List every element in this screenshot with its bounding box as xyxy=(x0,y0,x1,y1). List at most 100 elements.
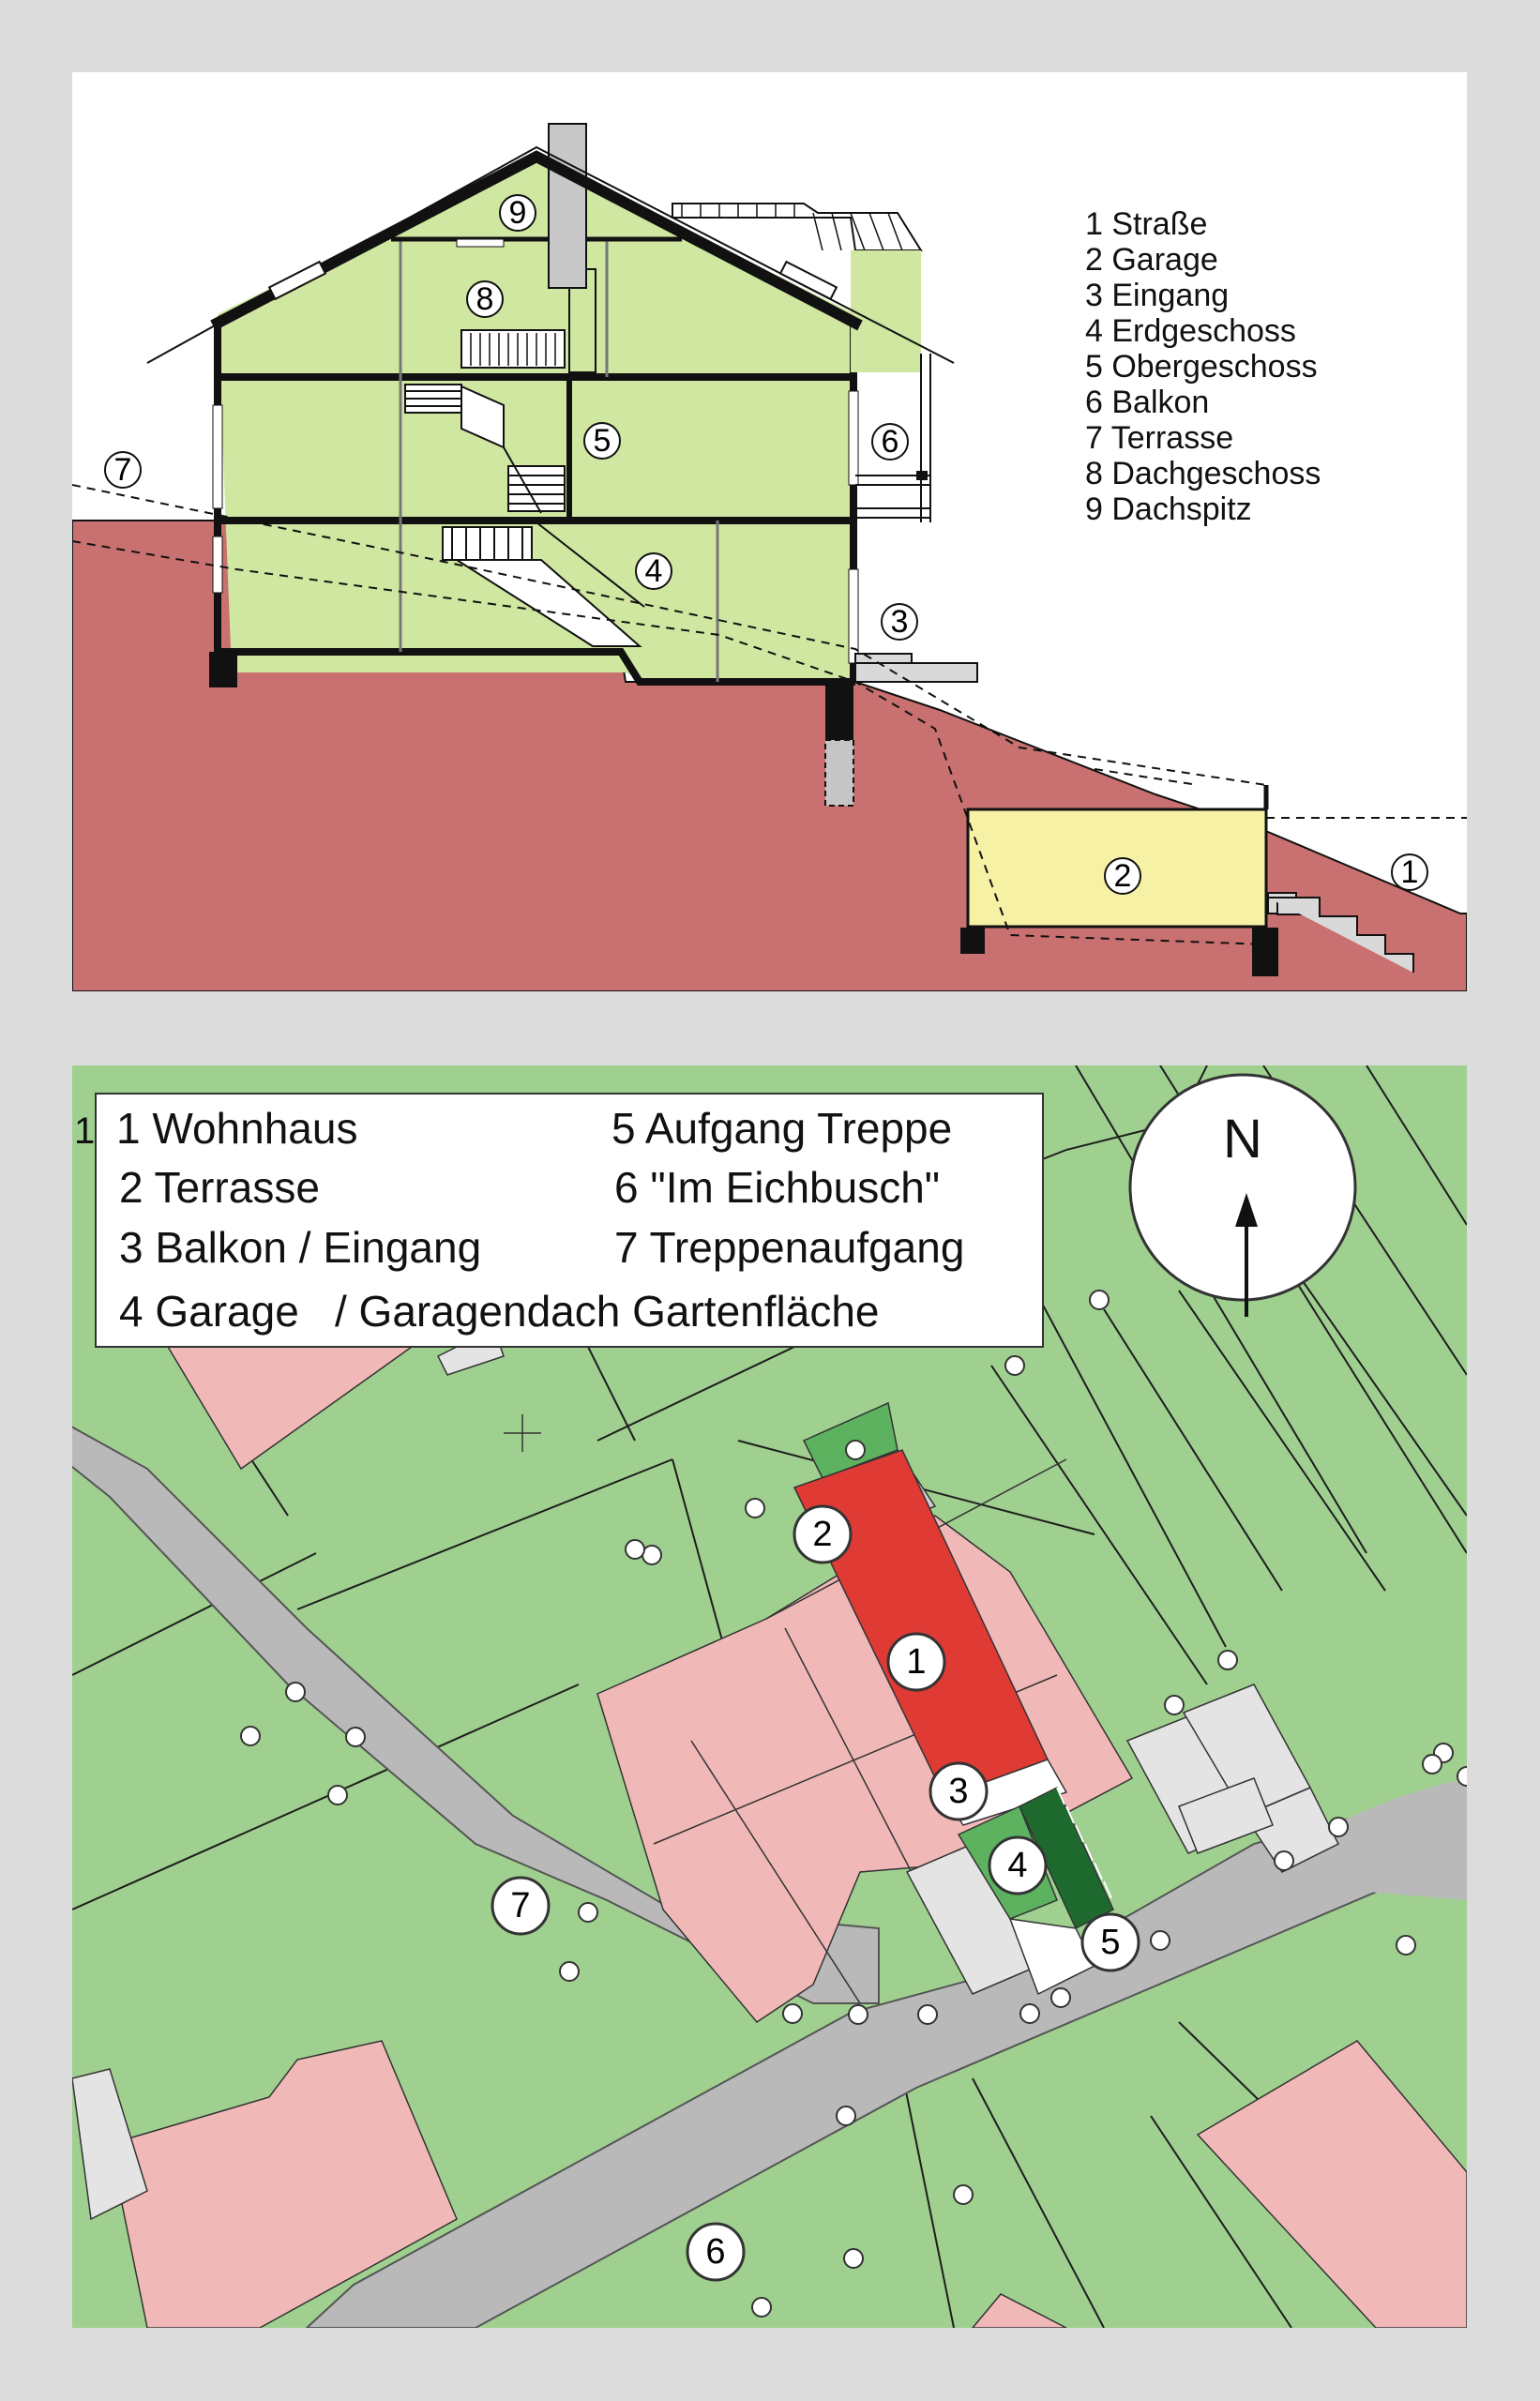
attic-hatch xyxy=(456,238,505,248)
svg-text:6: 6 xyxy=(705,2232,725,2272)
marker-3: 3 xyxy=(929,1761,989,1821)
stair-upper xyxy=(404,384,566,514)
svg-text:1: 1 xyxy=(906,1642,926,1682)
svg-text:7: 7 xyxy=(114,452,132,488)
edge-fragment: 1 xyxy=(74,1110,95,1152)
marker-7: 7 xyxy=(104,451,142,489)
legend-item: 9 Dachspitz xyxy=(1085,491,1252,527)
site-legend-box xyxy=(95,1093,1044,1348)
marker-5: 5 xyxy=(583,422,621,460)
marker-4: 4 xyxy=(988,1835,1048,1895)
stair-lower xyxy=(442,521,645,647)
svg-text:5: 5 xyxy=(594,423,611,459)
marker-1: 1 xyxy=(1391,853,1428,891)
shed xyxy=(1178,1777,1274,1854)
legend-item: 1 Straße xyxy=(1085,206,1207,242)
marker-5: 5 xyxy=(1080,1912,1140,1972)
legend-item: 7 Terrasse xyxy=(1085,420,1233,456)
legend-item: 6 "Im Eichbusch" xyxy=(614,1163,940,1212)
garage-footing-left xyxy=(960,928,985,954)
stairway xyxy=(1019,1786,1114,1930)
neighbor-house xyxy=(972,2293,1067,2328)
foundation-right xyxy=(825,680,853,740)
legend-item: 3 Balkon / Eingang xyxy=(119,1223,481,1272)
svg-text:5: 5 xyxy=(1100,1923,1120,1962)
legend-item: 4 Garage xyxy=(119,1287,299,1336)
legend-item: 4 Erdgeschoss xyxy=(1085,313,1296,349)
compass: N xyxy=(1128,1073,1357,1317)
marker-3: 3 xyxy=(881,603,918,641)
svg-text:9: 9 xyxy=(509,195,527,231)
attic-railing-bars xyxy=(470,333,556,366)
legend-item: / Garagendach Gartenfläche xyxy=(335,1287,879,1336)
neighbor-house xyxy=(1196,2040,1467,2328)
svg-text:8: 8 xyxy=(476,281,494,317)
road-curve xyxy=(1245,1778,1467,1900)
neighbor-house xyxy=(109,2040,458,2328)
marker-7: 7 xyxy=(491,1876,551,1936)
svg-text:4: 4 xyxy=(1007,1846,1027,1885)
site-legend: 1 Wohnhaus 2 Terrasse 3 Balkon / Eingang… xyxy=(74,1104,964,1336)
marker-6: 6 xyxy=(871,423,909,461)
legend-item: 2 Garage xyxy=(1085,242,1218,278)
marker-2: 2 xyxy=(793,1504,853,1564)
main-road xyxy=(305,1786,1467,2328)
annex-wall xyxy=(851,250,921,372)
house-floor-extension xyxy=(569,644,855,682)
sheds xyxy=(72,1326,1340,2221)
legend-item: 5 Obergeschoss xyxy=(1085,349,1318,385)
building-section-panel: 1 Straße 2 Garage 3 Eingang 4 Erdgeschos… xyxy=(72,72,1467,991)
section-markers: 1 2 3 4 5 6 7 8 9 xyxy=(104,194,1428,895)
roof-window-right xyxy=(778,260,838,301)
compass-label: N xyxy=(1223,1109,1262,1170)
neighbor-roof xyxy=(672,203,923,251)
marker-9: 9 xyxy=(499,194,536,232)
roof-window-left xyxy=(267,260,327,301)
shed xyxy=(72,2068,148,2221)
legend-item: 8 Dachgeschoss xyxy=(1085,456,1321,491)
window-right-lower xyxy=(848,568,859,664)
stairway-steps xyxy=(1056,1787,1112,1899)
entrance-steps xyxy=(854,653,978,683)
marker-2: 2 xyxy=(1104,857,1141,895)
window-left-upper xyxy=(212,404,223,509)
shed xyxy=(1243,1787,1340,1873)
marker-4: 4 xyxy=(635,552,672,590)
legend-item: 7 Treppenaufgang xyxy=(614,1223,964,1272)
site-markers: 1 2 3 4 5 6 7 xyxy=(491,1504,1140,2282)
site-plan-map: 1 Wohnhaus 2 Terrasse 3 Balkon / Eingang… xyxy=(72,1065,1467,2328)
section-legend: 1 Straße 2 Garage 3 Eingang 4 Erdgeschos… xyxy=(1085,206,1321,527)
slab-ground xyxy=(218,648,855,686)
north-arrow-icon xyxy=(1235,1193,1258,1227)
foundation-left xyxy=(209,652,237,687)
survey-cross xyxy=(504,1414,541,1452)
foundation-extension xyxy=(824,739,854,807)
marker-1: 1 xyxy=(886,1632,946,1692)
svg-text:2: 2 xyxy=(812,1515,832,1554)
terrace-green xyxy=(802,1401,898,1479)
legend-item: 1 Wohnhaus xyxy=(116,1104,357,1153)
site-plan-panel: 1 Wohnhaus 2 Terrasse 3 Balkon / Eingang… xyxy=(72,1065,1467,2328)
chimney xyxy=(548,123,587,289)
svg-text:1: 1 xyxy=(1401,854,1419,890)
building-section-drawing: 1 Straße 2 Garage 3 Eingang 4 Erdgeschos… xyxy=(72,72,1467,991)
legend-item: 3 Eingang xyxy=(1085,278,1229,313)
window-right-upper xyxy=(848,390,859,486)
legend-item: 2 Terrasse xyxy=(119,1163,320,1212)
house-body xyxy=(218,157,855,672)
marker-6: 6 xyxy=(686,2222,746,2282)
balcony-lamp xyxy=(916,471,928,480)
attic-railing xyxy=(460,329,566,369)
svg-text:7: 7 xyxy=(510,1886,530,1925)
svg-text:6: 6 xyxy=(882,424,899,460)
street-steps xyxy=(1267,892,1414,973)
original-terrain-lines xyxy=(72,484,1467,945)
svg-text:2: 2 xyxy=(1114,858,1132,894)
legend-item: 5 Aufgang Treppe xyxy=(611,1104,952,1153)
compass-circle xyxy=(1128,1073,1357,1302)
svg-text:3: 3 xyxy=(948,1772,968,1811)
window-left-lower xyxy=(212,536,223,594)
svg-text:4: 4 xyxy=(645,553,663,589)
legend-item: 6 Balkon xyxy=(1085,385,1209,420)
survey-points xyxy=(240,1290,1467,2318)
